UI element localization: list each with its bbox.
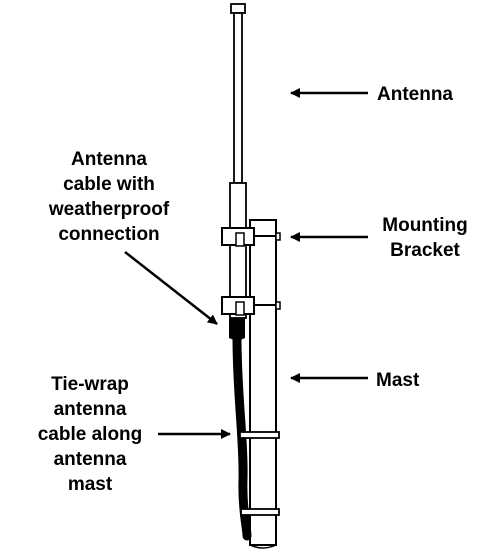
label-line: connection <box>58 224 160 245</box>
antenna-cable <box>229 318 252 541</box>
tie-wrap-upper <box>239 431 280 439</box>
label-line: Mounting <box>382 215 468 236</box>
label-line: weatherproof <box>48 199 170 220</box>
label-antenna-cable: Antenna cable with weatherproof connecti… <box>34 147 184 247</box>
cable-connection-arrow <box>124 251 218 325</box>
label-antenna: Antenna <box>377 84 453 105</box>
tie-wrap-lower <box>240 508 280 516</box>
label-line: mast <box>67 474 113 495</box>
label-mounting-bracket: Mounting Bracket <box>375 213 475 263</box>
label-mast: Mast <box>376 370 420 391</box>
label-line: cable with <box>63 174 155 195</box>
label-line: Tie-wrap <box>51 374 129 395</box>
label-line: cable along <box>37 424 143 445</box>
lower-mounting-bracket <box>221 296 281 316</box>
label-line: Bracket <box>390 240 460 261</box>
label-tie-wrap: Tie-wrap antenna cable along antenna mas… <box>30 372 150 497</box>
label-line: antenna <box>53 399 127 420</box>
mast <box>249 219 277 549</box>
antenna-rod <box>229 3 247 229</box>
label-line: antenna <box>53 449 127 470</box>
label-line: Antenna <box>71 149 147 170</box>
upper-mounting-bracket <box>221 227 281 247</box>
